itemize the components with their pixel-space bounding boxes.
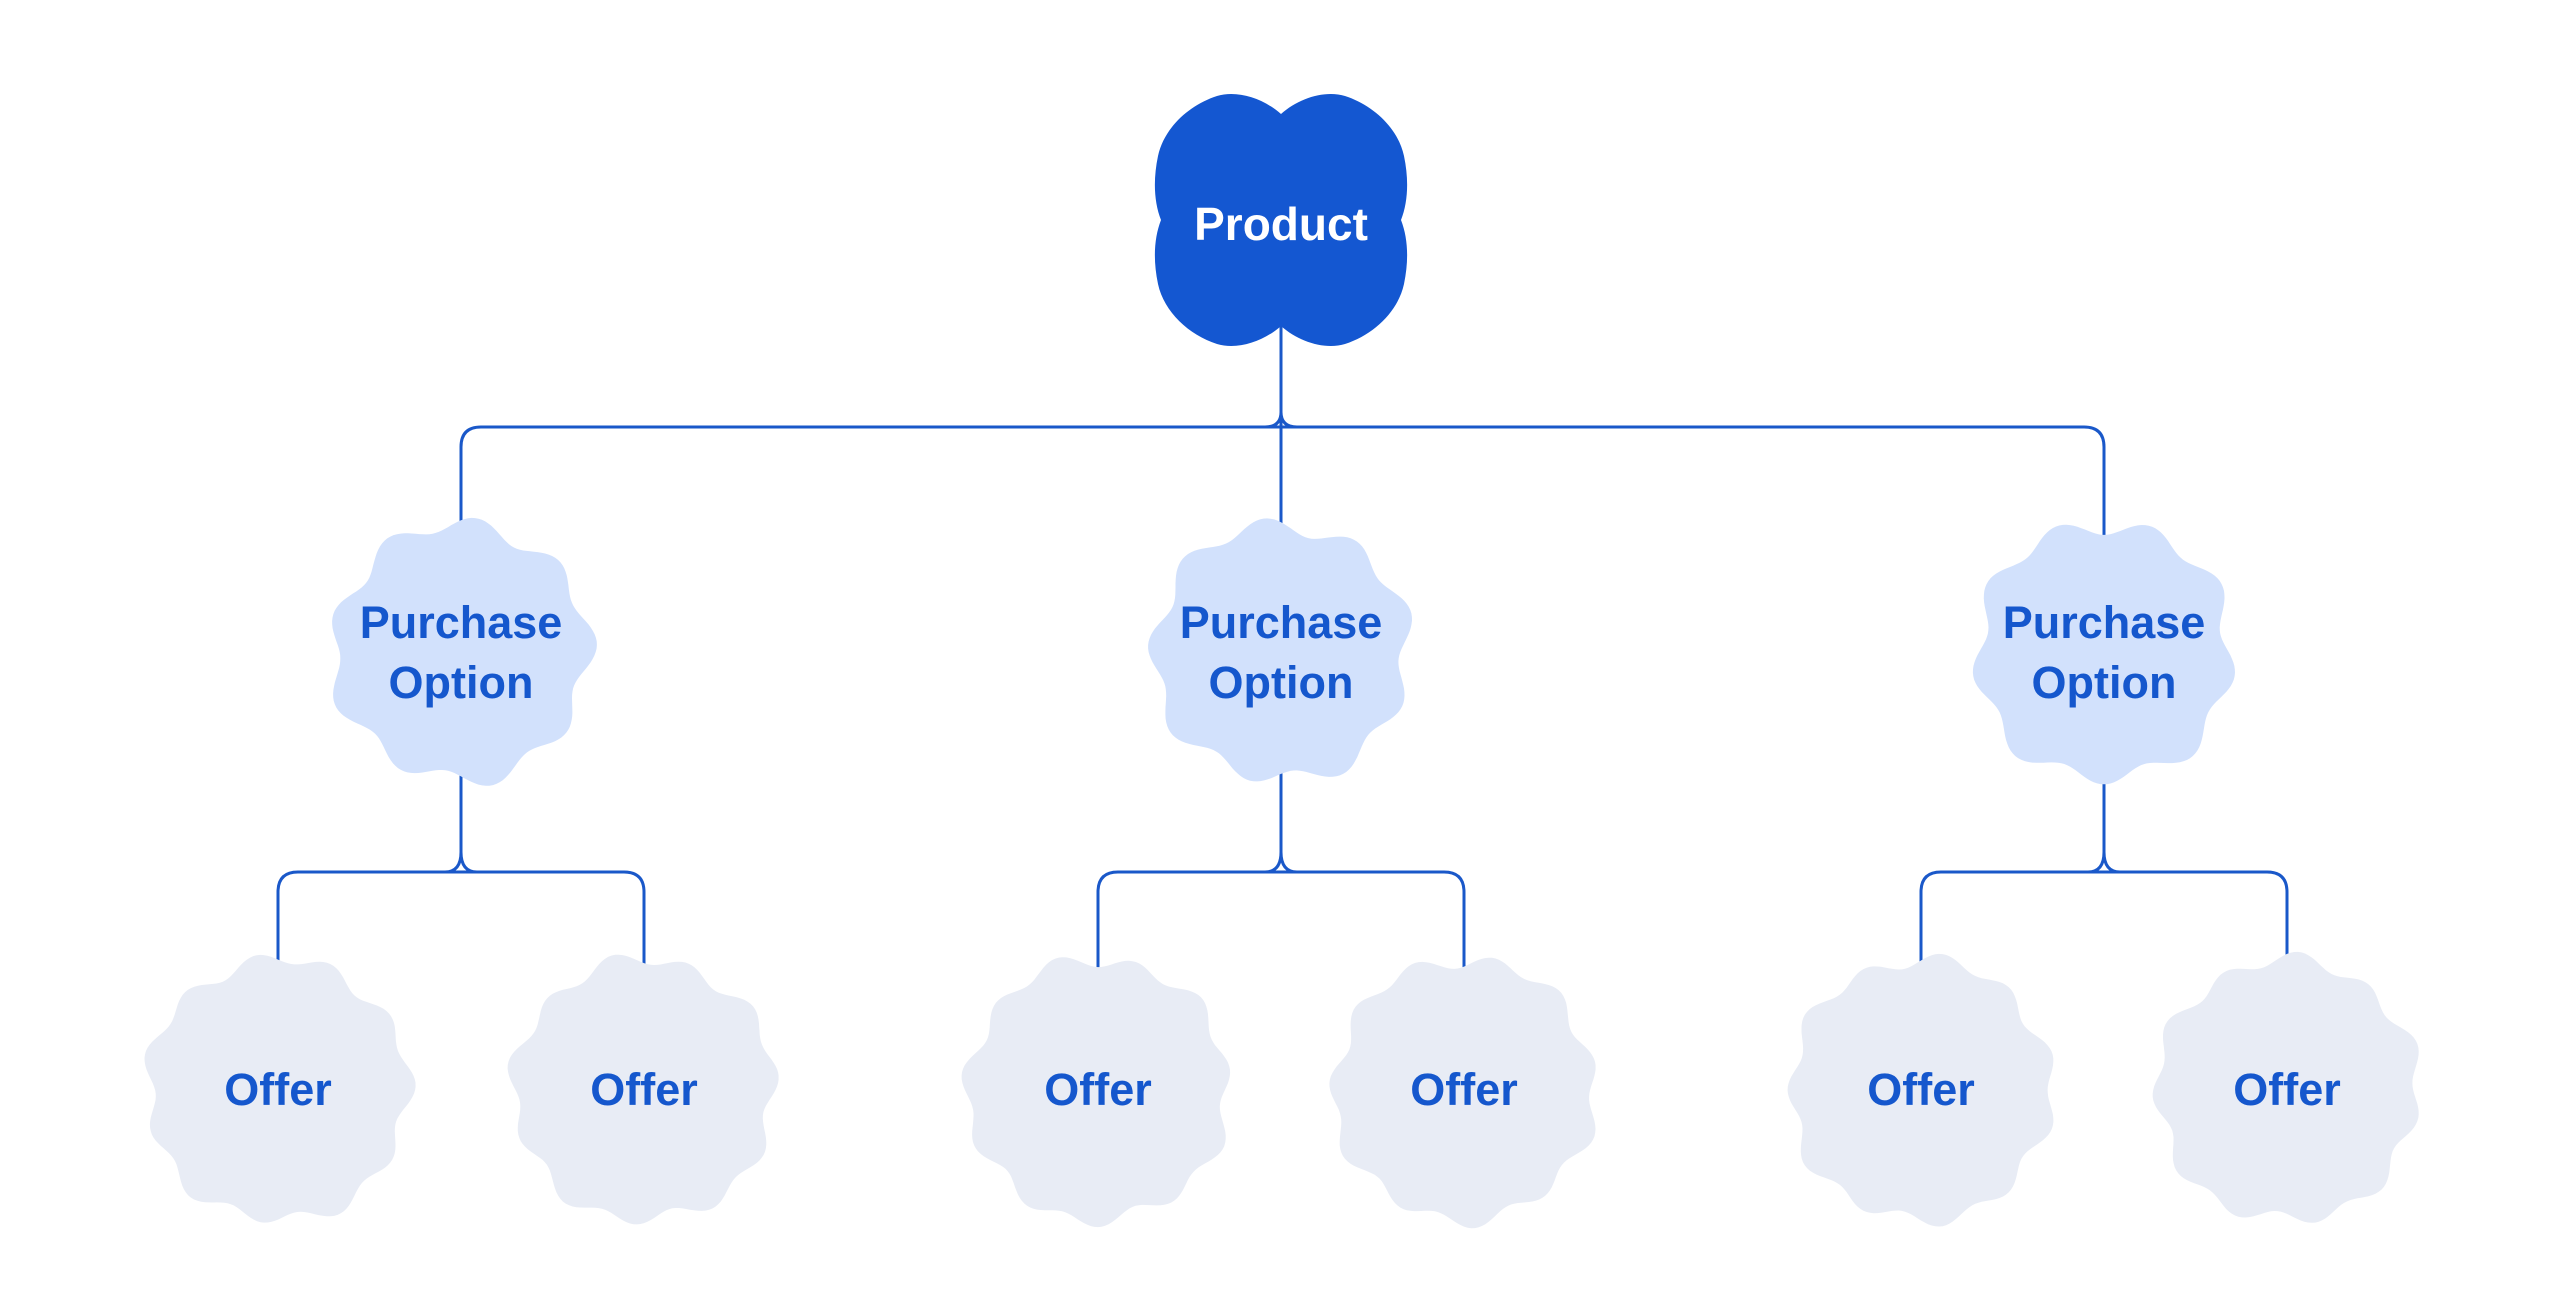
connector-product-to-options — [459, 313, 2106, 547]
offer-node: Offer — [144, 954, 416, 1223]
offer-node: Offer — [1787, 953, 2054, 1227]
offer-blob-shape — [1787, 953, 2054, 1227]
offer-node: Offer — [961, 957, 1231, 1228]
offer-blob-shape — [2152, 951, 2419, 1223]
product-label: Product — [1194, 198, 1368, 250]
purchase-option-label-line1: Purchase — [2003, 597, 2206, 648]
purchase-option-blob-shape — [1148, 518, 1412, 782]
purchase-option-node: Purchase Option — [1972, 524, 2235, 785]
offer-node: Offer — [507, 954, 779, 1225]
offer-node: Offer — [1329, 957, 1596, 1229]
purchase-option-blob-shape — [1972, 524, 2235, 785]
offer-label: Offer — [2233, 1064, 2341, 1115]
offer-label: Offer — [224, 1064, 332, 1115]
connector-option1-to-offers — [276, 763, 646, 982]
purchase-option-label-line1: Purchase — [1180, 597, 1383, 648]
connector-layer — [276, 313, 2289, 982]
offer-label: Offer — [1410, 1064, 1518, 1115]
purchase-option-label-line2: Option — [389, 657, 534, 708]
offer-blob-shape — [144, 954, 416, 1223]
purchase-option-node: Purchase Option — [332, 517, 597, 786]
offer-label: Offer — [1867, 1064, 1975, 1115]
offer-blob-shape — [507, 954, 779, 1225]
offer-label: Offer — [590, 1064, 698, 1115]
connector-option2-to-offers — [1096, 763, 1466, 982]
purchase-option-label-line1: Purchase — [360, 597, 563, 648]
offer-blob-shape — [1329, 957, 1596, 1229]
offer-label: Offer — [1044, 1064, 1152, 1115]
product-blob-shape — [1154, 94, 1408, 346]
purchase-option-label-line2: Option — [1209, 657, 1354, 708]
purchase-option-label-line2: Option — [2032, 657, 2177, 708]
product-node: Product — [1154, 94, 1408, 346]
offer-blob-shape — [961, 957, 1231, 1228]
purchase-option-node: Purchase Option — [1148, 518, 1412, 782]
offer-node: Offer — [2152, 951, 2419, 1223]
connector-option3-to-offers — [1919, 763, 2289, 982]
purchase-option-blob-shape — [332, 517, 597, 786]
